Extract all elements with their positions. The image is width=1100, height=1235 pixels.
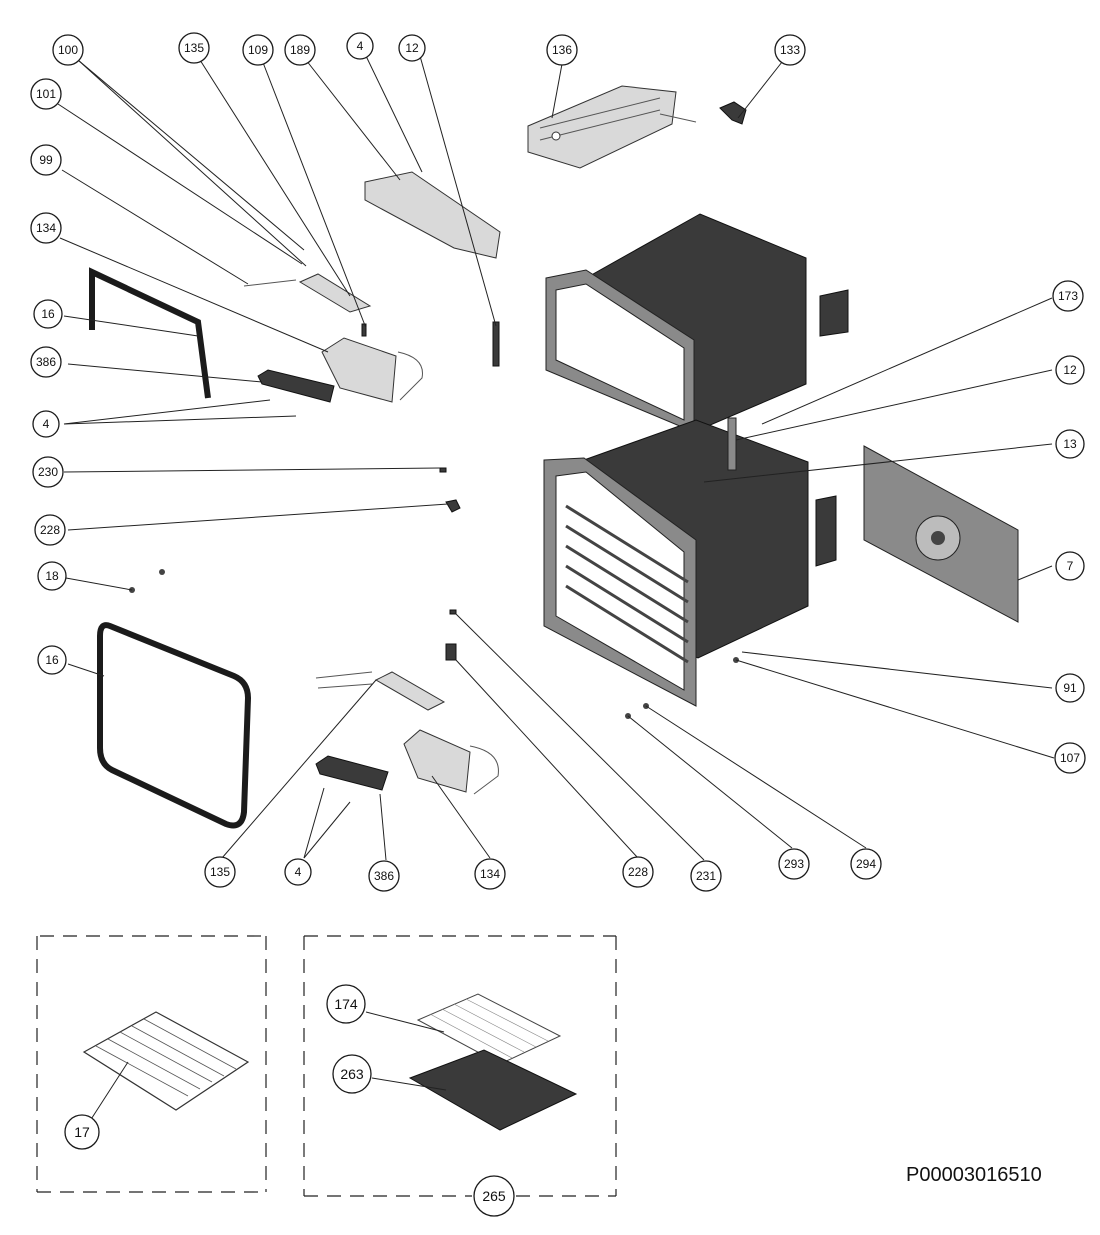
part-lower-cavity: [543, 417, 837, 707]
svg-text:99: 99: [39, 153, 53, 167]
callout-100: 100: [52, 34, 84, 66]
callout-13: 13: [1055, 429, 1085, 459]
svg-text:265: 265: [482, 1188, 506, 1204]
svg-text:13: 13: [1063, 437, 1077, 451]
svg-text:12: 12: [1063, 363, 1077, 377]
callout-136: 136: [546, 34, 578, 66]
svg-text:173: 173: [1058, 289, 1078, 303]
callout-134-b: 134: [474, 858, 506, 890]
callout-135-b: 135: [204, 856, 236, 888]
svg-text:386: 386: [374, 869, 394, 883]
svg-text:135: 135: [210, 865, 230, 879]
svg-text:109: 109: [248, 43, 268, 57]
svg-text:230: 230: [38, 465, 58, 479]
svg-text:91: 91: [1063, 681, 1077, 695]
svg-text:386: 386: [36, 355, 56, 369]
part-12-bracket: [492, 321, 500, 367]
part-133-clip: [719, 101, 747, 125]
part-136-plate: [527, 85, 697, 169]
callout-386: 386: [30, 346, 62, 378]
svg-text:136: 136: [552, 43, 572, 57]
callout-230: 230: [32, 456, 64, 488]
svg-text:293: 293: [784, 857, 804, 871]
callout-386-b: 386: [368, 860, 400, 892]
svg-text:4: 4: [43, 417, 50, 431]
svg-text:12: 12: [405, 41, 419, 55]
callout-4-b: 4: [32, 410, 60, 438]
part-134-upper: [321, 337, 423, 403]
callout-12: 12: [398, 34, 426, 62]
callout-101: 101: [30, 78, 62, 110]
part-263-tray: [408, 1049, 578, 1131]
part-135-lower: [315, 671, 446, 711]
svg-text:263: 263: [340, 1066, 364, 1082]
group-box-shelf: [36, 935, 267, 1193]
part-174-grill: [416, 993, 562, 1065]
callout-7: 7: [1055, 551, 1085, 581]
callout-4: 4: [346, 32, 374, 60]
part-7-back-panel: [863, 445, 1019, 623]
callout-263: 263: [332, 1054, 372, 1094]
callout-228-b: 228: [622, 856, 654, 888]
svg-text:107: 107: [1060, 751, 1080, 765]
svg-text:135: 135: [184, 41, 204, 55]
callout-228: 228: [34, 514, 66, 546]
callout-18: 18: [37, 561, 67, 591]
group-box-265: [303, 935, 617, 1197]
callout-107: 107: [1054, 742, 1086, 774]
svg-text:231: 231: [696, 869, 716, 883]
callout-294: 294: [850, 848, 882, 880]
svg-text:16: 16: [45, 653, 59, 667]
part-134-lower: [403, 729, 499, 795]
part-189-panel: [364, 171, 501, 259]
part-upper-cavity: [545, 213, 849, 433]
svg-text:4: 4: [357, 39, 364, 53]
svg-text:100: 100: [58, 43, 78, 57]
callout-293: 293: [778, 848, 810, 880]
callout-12-b: 12: [1055, 355, 1085, 385]
svg-text:134: 134: [36, 221, 56, 235]
callout-265: 265: [473, 1175, 515, 1217]
part-99-101-assembly: [243, 273, 372, 337]
callout-16: 16: [33, 299, 63, 329]
svg-text:294: 294: [856, 857, 876, 871]
callout-16-b: 16: [37, 645, 67, 675]
svg-text:134: 134: [480, 867, 500, 881]
callout-134: 134: [30, 212, 62, 244]
svg-text:16: 16: [41, 307, 55, 321]
callout-231: 231: [690, 860, 722, 892]
callout-135: 135: [178, 32, 210, 64]
callout-109: 109: [242, 34, 274, 66]
svg-text:174: 174: [334, 996, 358, 1012]
callout-133: 133: [774, 34, 806, 66]
svg-text:18: 18: [45, 569, 59, 583]
callout-173: 173: [1052, 280, 1084, 312]
part-16-door-gasket: [97, 622, 252, 829]
leader-lines: [57, 55, 1055, 1125]
svg-text:228: 228: [628, 865, 648, 879]
callout-17: 17: [64, 1114, 100, 1150]
callout-174: 174: [326, 984, 366, 1024]
svg-text:133: 133: [780, 43, 800, 57]
callout-189: 189: [284, 34, 316, 66]
part-16-upper-element: [89, 267, 211, 399]
svg-text:228: 228: [40, 523, 60, 537]
part-17-shelf: [82, 1011, 250, 1111]
part-386-upper: [257, 369, 335, 403]
svg-text:4: 4: [295, 865, 302, 879]
callout-91: 91: [1055, 673, 1085, 703]
part-386-lower: [315, 755, 389, 791]
callout-99: 99: [30, 144, 62, 176]
svg-text:189: 189: [290, 43, 310, 57]
document-code: P00003016510: [906, 1164, 1042, 1186]
svg-text:17: 17: [74, 1124, 90, 1140]
svg-text:7: 7: [1067, 559, 1074, 573]
callout-4-c: 4: [284, 858, 312, 886]
svg-text:101: 101: [36, 87, 56, 101]
